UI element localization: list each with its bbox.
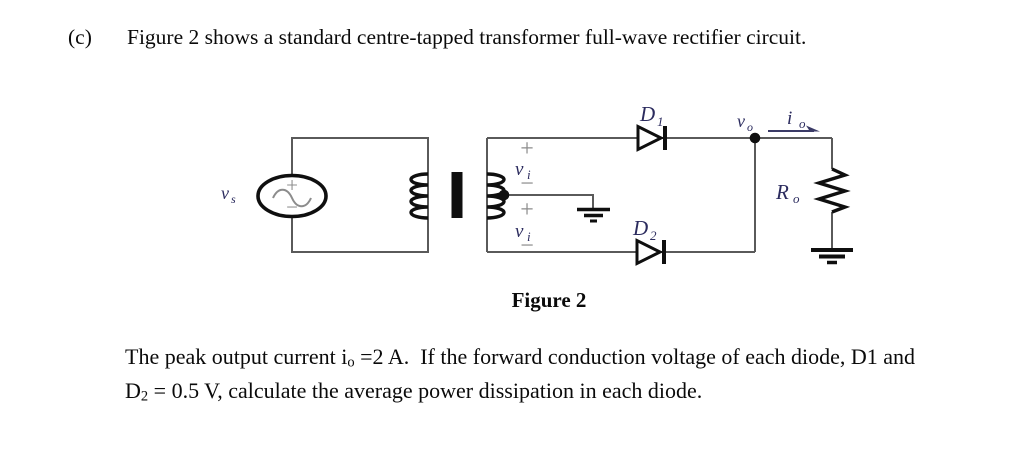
problem-line1-subscript: o: [347, 354, 355, 371]
problem-line1-pre: The peak output current i: [125, 344, 348, 369]
figure-caption: Figure 2: [511, 288, 587, 312]
vi-bottom-plus-sign: +: [520, 197, 534, 223]
label-vi-top-base: v: [515, 159, 524, 180]
label-vs-sub: s: [231, 192, 236, 206]
problem-line1-post: =2 A. If the forward conduction voltage …: [354, 344, 916, 369]
load-ground-icon: [811, 248, 853, 265]
transformer-core: [451, 172, 463, 218]
primary-coil: [409, 172, 429, 220]
problem-line-2: D2 = 0.5 V, calculate the average power …: [125, 377, 915, 411]
circuit-labels: v s + v i − + v i − D 1 D 2 v o i o R o: [221, 102, 806, 259]
output-current-arrow-icon: [768, 125, 820, 132]
label-vi-bottom-base: v: [515, 221, 524, 242]
problem-line2-post: = 0.5 V, calculate the average power dis…: [148, 377, 703, 403]
secondary-coil: [486, 172, 506, 220]
sine-wave-icon: [272, 188, 312, 208]
label-ro-base: R: [775, 180, 789, 204]
label-vo-sub: o: [747, 120, 753, 134]
label-vi-top-sub: i: [527, 167, 531, 182]
question-header: (c) Figure 2 shows a standard centre-tap…: [0, 25, 1024, 51]
ac-source-minus-sign: −: [286, 195, 298, 219]
ac-source: + −: [256, 173, 328, 219]
center-tap-ground-icon: [577, 207, 610, 223]
center-tap-node-dot: [498, 189, 510, 201]
problem-line2-pre: D: [125, 377, 141, 403]
problem-line2-subscript: 2: [140, 388, 149, 405]
ac-source-plus-sign: +: [286, 173, 298, 197]
vi-bottom-minus-sign: −: [520, 233, 534, 259]
transformer: [409, 172, 510, 220]
vi-top-plus-sign: +: [520, 136, 534, 162]
output-node-dot: [749, 132, 761, 144]
label-vi-bottom-sub: i: [527, 229, 531, 244]
label-d1-sub: 1: [657, 114, 664, 129]
label-io-base: i: [787, 108, 792, 129]
question-header-text: Figure 2 shows a standard centre-tapped …: [127, 25, 807, 49]
circuit-wires: [291, 137, 833, 253]
label-d1-base: D: [639, 102, 655, 126]
label-d2-sub: 2: [650, 228, 657, 243]
resistor-ro: [813, 167, 851, 214]
problem-statement: The peak output current io =2 A. If the …: [125, 343, 915, 410]
diode-d2: [635, 238, 666, 266]
center-tap-wire: [504, 194, 594, 209]
problem-line-1: The peak output current io =2 A. If the …: [125, 343, 915, 377]
vi-top-minus-sign: −: [520, 171, 534, 197]
label-vo-base: v: [737, 111, 745, 131]
question-part-label: (c): [68, 25, 92, 49]
label-d2-base: D: [632, 216, 648, 240]
label-vs-base: v: [221, 183, 229, 203]
diode-d1: [636, 124, 667, 152]
label-io-sub: o: [799, 116, 806, 131]
label-ro-sub: o: [793, 191, 800, 206]
